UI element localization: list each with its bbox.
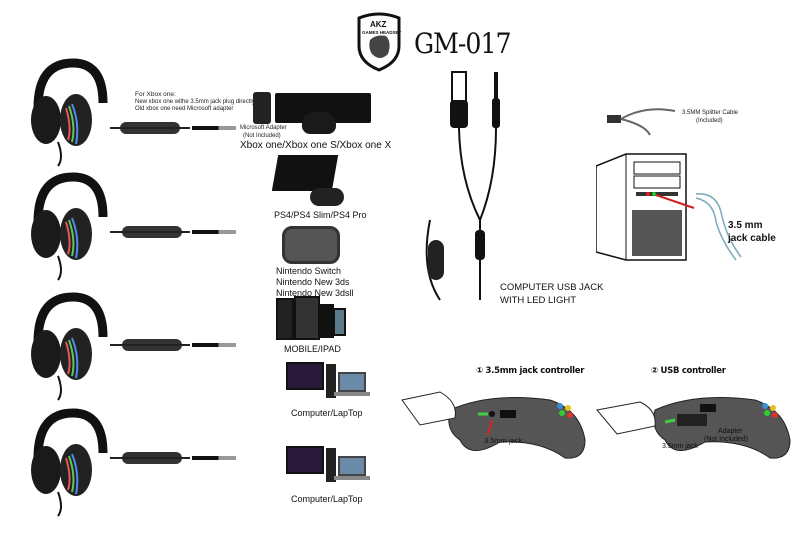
xbox-note-title: For Xbox one: [135, 91, 176, 98]
splitter-label-line2: (Included) [696, 118, 723, 124]
headset-image [28, 58, 108, 168]
usb-label-line1: COMPUTER USB JACK [500, 282, 604, 293]
controller2-adapter-not-included: (Not Included) [704, 436, 748, 443]
splitter-label-line1: 3.5MM Splitter Cable [682, 110, 739, 116]
cable [110, 344, 190, 346]
headset-image [28, 172, 108, 282]
cable [110, 457, 190, 459]
controller2-title: ② USB controller [651, 366, 726, 376]
mobile-devices-image [276, 296, 346, 340]
headset-image [28, 292, 108, 402]
jack-plug [192, 230, 236, 234]
adapter-label: Microsoft Adapter [240, 125, 287, 131]
usb-cable-image [425, 71, 500, 301]
jack-plug [192, 126, 236, 130]
computer-image [286, 446, 372, 484]
logo-subtitle: GAMES HEADSET [362, 30, 402, 35]
computer-image [286, 362, 372, 400]
microsoft-adapter-image [253, 92, 271, 124]
nintendo-switch-image [282, 226, 340, 264]
xbox-controller-image [302, 112, 336, 134]
controller1-jack-label: 3.5mm jack [484, 436, 523, 445]
computer-label-1: Computer/LapTop [291, 408, 363, 418]
controller2-jack-label: 3.5mm jack [662, 443, 698, 450]
pc-tower-image [596, 153, 742, 261]
logo-brand: AKZ [370, 20, 387, 29]
mobile-label: MOBILE/IPAD [284, 344, 341, 354]
nintendo-3ds-label: Nintendo New 3ds [276, 277, 350, 287]
computer-label-2: Computer/LapTop [291, 494, 363, 504]
model-title: GM-017 [414, 27, 511, 60]
controller-3.5mm-diagram [401, 391, 586, 459]
controller1-title: ① 3.5mm jack controller [476, 366, 585, 376]
nintendo-3dsll-label: Nintendo New 3dsll [276, 288, 354, 298]
xbox-label: Xbox one/Xbox one S/Xbox one X [240, 140, 392, 151]
controller-usb-diagram [596, 397, 791, 459]
xbox-note-line2: Old xbox one need Microsoft adapter [135, 106, 234, 112]
cable [110, 127, 190, 129]
ps4-console-image [271, 155, 339, 191]
ps4-label: PS4/PS4 Slim/PS4 Pro [274, 210, 367, 220]
jack-plug [192, 343, 236, 347]
usb-label-line2: WITH LED LIGHT [500, 295, 577, 306]
headset-image [28, 408, 108, 518]
adapter-not-included: (Not Included) [243, 133, 281, 139]
nintendo-switch-label: Nintendo Switch [276, 266, 342, 276]
xbox-note-line1: New xbox one withe 3.5mm jack plug direc… [135, 99, 255, 105]
jack-plug [192, 456, 236, 460]
ps4-controller-image [310, 188, 344, 206]
jack-cable-label-line1: 3.5 mm [728, 220, 763, 231]
brand-logo: AKZ GAMES HEADSET [356, 12, 402, 72]
jack-cable-label-line2: jack cable [728, 233, 776, 244]
cable [110, 231, 190, 233]
splitter-cable-image [607, 108, 676, 136]
controller2-adapter-label: Adapter [718, 428, 743, 435]
